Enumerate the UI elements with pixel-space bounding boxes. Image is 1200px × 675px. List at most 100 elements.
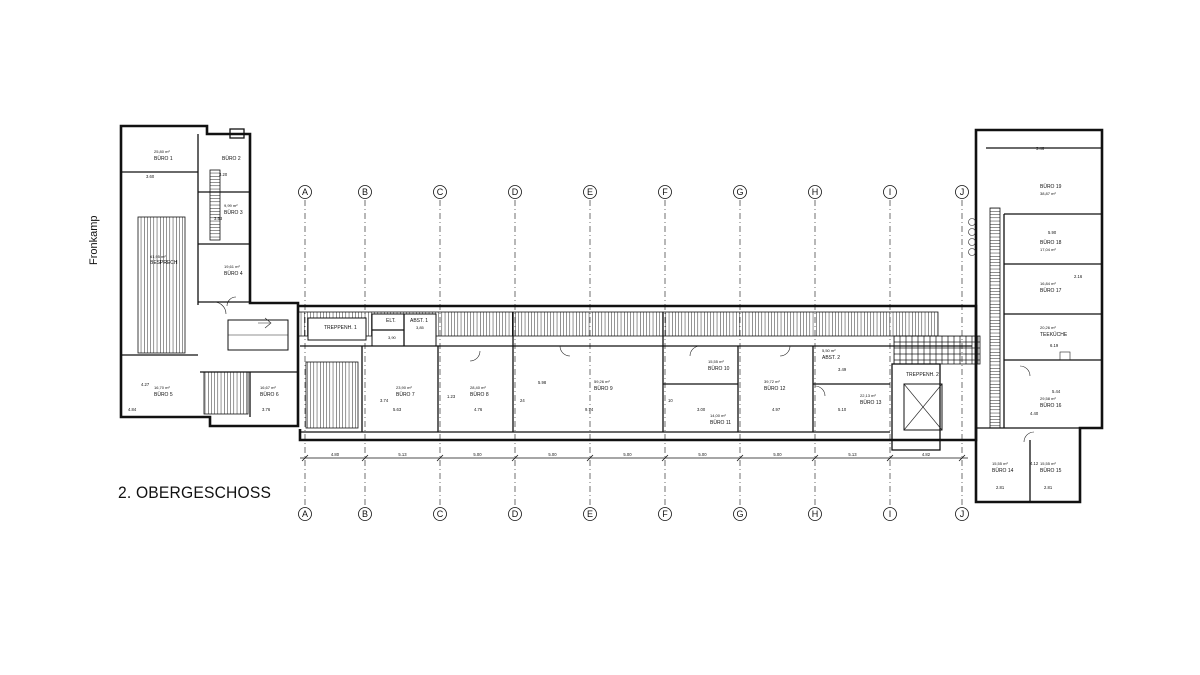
room-name-buero4: BÜRO 4 [224,270,243,277]
room-name-treppenh1: TREPPENH. 1 [324,325,357,331]
room-name-buero10: BÜRO 10 [708,365,730,372]
axis-bubble-f-bottom [658,507,672,521]
axis-dimension-label: 5.00 [473,452,482,457]
dimension-tick [811,454,819,462]
room-name-abst1: ABST. 1 [410,318,428,324]
room-area-buero3: 9,99 m² [224,203,238,208]
room-area-buero7: 23,90 m² [396,385,412,390]
room-area-buero6: 16,67 m² [260,385,276,390]
dimension-tick [586,454,594,462]
room-name-buero12: BÜRO 12 [764,385,786,392]
axis-bubble-c-top [433,185,447,199]
axis-bubble-g-bottom [733,507,747,521]
axis-dimension-label: 5.00 [773,452,782,457]
dimension-tick [661,454,669,462]
room-area-buero13: 22,13 m² [860,393,876,398]
dim-label: 5.90 [1048,230,1057,235]
room-area-buero19: 38,87 m² [1040,191,1056,196]
dim-label: 4.76 [474,407,483,412]
dim-label: 10 [668,398,673,403]
room-name-bespr: BESPRECH [150,260,178,266]
axis-bubble-b-bottom [358,507,372,521]
room-name-buero14: BÜRO 14 [992,467,1014,474]
axis-bubble-b-top [358,185,372,199]
axis-label-h: H [812,187,819,197]
axis-bubble-i-top [883,185,897,199]
axis-label-d: D [512,509,519,519]
axis-bubble-e-top [583,185,597,199]
axis-bubble-j-top [955,185,969,199]
axis-dimension-label: 4.80 [331,452,340,457]
dim-label: 2.81 [1044,485,1053,490]
axis-label-g: G [736,509,743,519]
axis-label-c: C [437,509,444,519]
room-name-treppenh2: TREPPENH. 2 [906,372,939,378]
room-area-buero10: 15,55 m² [708,359,724,364]
dim-label: 5.44 [1052,389,1061,394]
dim-label: 5.63 [393,407,402,412]
axis-dimension-label: 5.13 [398,452,407,457]
dimension-tick [886,454,894,462]
axis-bubble-a-top [298,185,312,199]
room-area-buero18: 17,04 m² [1040,247,1056,252]
axis-label-f: F [662,187,668,197]
dim-label: 4.97 [772,407,781,412]
dim-label: 6.19 [1050,343,1059,348]
room-name-buero1: BÜRO 1 [154,155,173,162]
room-area-abst1: 3,85 [416,325,425,330]
room-name-teekueche: TEEKÜCHE [1040,331,1068,338]
room-area-buero4: 19,61 m² [224,264,240,269]
right-wing [968,128,1104,504]
room-name-buero6: BÜRO 6 [260,391,279,398]
dim-label: 24 [520,398,525,403]
dim-label: 2.81 [996,485,1005,490]
axis-dimension-label: 5.00 [623,452,632,457]
room-area-buero12: 39,72 m² [764,379,780,384]
room-name-abst2: ABST. 2 [822,355,840,361]
dim-label: 5.98 [538,380,547,385]
room-area-teekueche: 20,26 m² [1040,325,1056,330]
axis-bubble-d-top [508,185,522,199]
axis-bubble-e-bottom [583,507,597,521]
axis-dimension-label: 5.00 [698,452,707,457]
room-name-buero9: BÜRO 9 [594,385,613,392]
dim-label: 3.53 [214,216,223,221]
dimension-tick [436,454,444,462]
axis-bubble-i-bottom [883,507,897,521]
axis-bubble-g-top [733,185,747,199]
dim-label: 3.60 [146,174,155,179]
dimension-tick [958,454,966,462]
axis-dimension-label: 5.13 [848,452,857,457]
dimension-tick [736,454,744,462]
axis-label-h: H [812,509,819,519]
axis-bubble-c-bottom [433,507,447,521]
dim-label: 3.20 [219,172,228,177]
room-area-buero16: 29,58 m² [1040,396,1056,401]
axis-label-i: I [889,509,892,519]
dim-label: 9.74 [585,407,594,412]
axis-bubble-a-bottom [298,507,312,521]
axis-label-b: B [362,509,368,519]
room-area-bespr: 61,95 m² [150,254,166,259]
dim-label: 3.76 [262,407,271,412]
room-name-buero19: BÜRO 19 [1040,183,1062,190]
axis-bubble-h-bottom [808,507,822,521]
room-name-buero15: BÜRO 15 [1040,467,1062,474]
room-name-buero16: BÜRO 16 [1040,402,1062,409]
room-name-buero13: BÜRO 13 [860,399,882,406]
room-area-buero5: 16,70 m² [154,385,170,390]
axis-label-f: F [662,509,668,519]
axis-bubble-f-top [658,185,672,199]
room-name-buero11: BÜRO 11 [710,419,731,426]
room-name-buero2: BÜRO 2 [222,155,241,162]
room-name-buero18: BÜRO 18 [1040,239,1062,246]
room-area-buero1: 25,80 m² [154,149,170,154]
room-area-buero15: 15,55 m² [1040,461,1056,466]
axis-label-c: C [437,187,444,197]
axis-label-a: A [302,187,308,197]
axis-label-d: D [512,187,519,197]
axis-label-e: E [587,187,593,197]
axis-label-g: G [736,187,743,197]
room-name-buero8: BÜRO 8 [470,391,489,398]
